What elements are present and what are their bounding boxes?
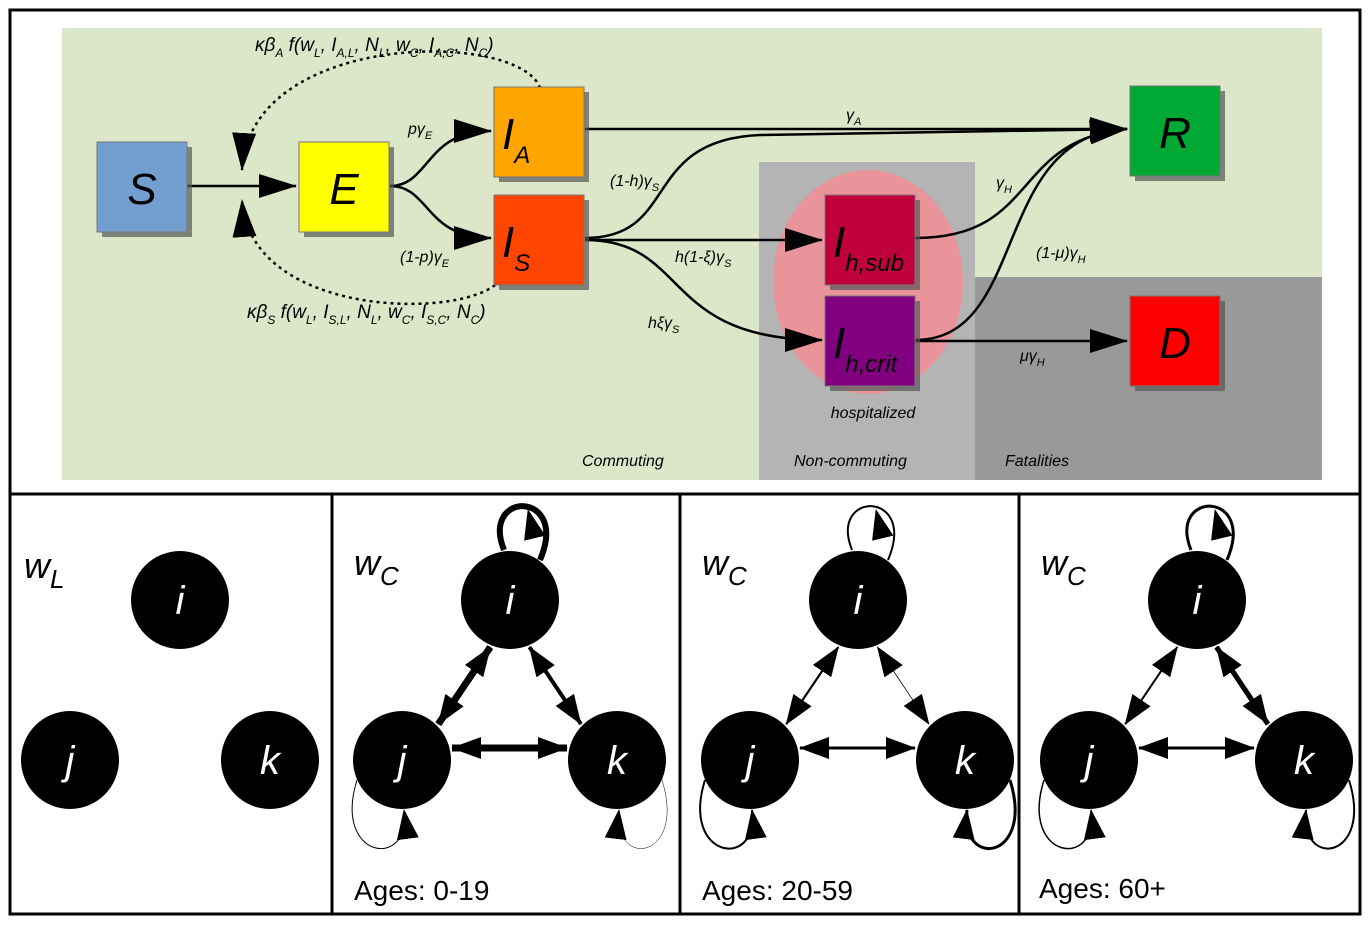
rate-label-muh: (1-μ)γH [1036,245,1086,266]
compartment-label: IA [502,110,530,169]
node-i [809,551,907,649]
compartment-e: E [298,141,394,237]
node-k [568,711,666,809]
node-j [701,711,799,809]
self-loop-i-head [524,509,546,541]
self-loop-i-head [1211,509,1233,541]
node-k [1255,711,1353,809]
edge-k-to-i [527,646,583,726]
node-j [1040,711,1138,809]
flow-arrows [187,50,1128,353]
edge-j-to-i [785,646,840,725]
weight-matrix-label: wC [354,542,399,591]
compartment-label: E [329,165,359,214]
self-loop-k [952,779,1017,850]
compartment-s: S [96,141,192,237]
force-S-dotted [232,199,501,306]
arrow-E-to-IS [389,184,492,250]
self-loop-k [1291,779,1356,850]
node-k [221,711,319,809]
self-loop-j [699,779,767,850]
self-loop-i [846,505,896,561]
node-j [21,711,119,809]
rate-label-hgammas: (1-h)γS [610,173,660,194]
edge-k-to-i [1214,645,1270,726]
compartment-label: Ih,sub [833,218,904,277]
weight-matrix-label: wL [24,545,64,594]
rate-label-mud: μγH [1019,348,1045,369]
rate-label-pgammae: pγE [407,121,433,142]
node-label-k: k [607,739,629,783]
self-loop-i [496,503,550,562]
edge-k-to-i [876,646,930,725]
node-k [916,711,1014,809]
node-label-i: i [176,579,186,623]
weight-matrix-label: wC [1041,542,1086,591]
node-label-i: i [854,579,864,623]
compartment-d: D [1129,295,1225,391]
weight-matrix-label: wC [702,542,747,591]
arrow-IS-to-Ihcrit [584,238,823,352]
node-label-k: k [1294,739,1316,783]
self-loop-k [604,779,668,849]
compartment-label: Ih,crit [833,319,899,378]
compartment-is: IS [493,194,589,290]
age-group-label: Ages: 0-19 [354,875,489,906]
compartment-label: R [1159,109,1191,158]
compartment-label: D [1159,319,1191,368]
node-label-i: i [1193,579,1203,623]
noncommuting-label: Non-commuting [794,453,907,470]
node-j [353,711,451,809]
figure-frame [8,8,1362,916]
age-group-label: Ages: 60+ [1039,873,1166,904]
fatalities-label: Fatalities [1005,453,1069,470]
compartment-ia: IA [493,86,589,182]
arrow-IS-to-R [584,117,1128,240]
force-of-infection-A: κβA f(wL, IA,L, NL, wC, IA,C, NC) [255,35,494,60]
self-loop-j [351,779,419,849]
self-loop-i-head [872,509,894,541]
node-label-k: k [955,739,977,783]
compartment-label: S [127,165,156,214]
node-i [461,551,559,649]
self-loop-i [1185,504,1235,561]
arrow-Ihcrit-to-R [914,118,1128,342]
force-A-dotted [232,50,542,171]
node-i [1148,551,1246,649]
compartment-r: R [1129,85,1225,181]
arrow-E-to-IA [389,119,492,188]
compartment-label: IS [502,218,530,277]
edge-j-to-i [1124,646,1178,725]
rate-label-gammah: γH [996,175,1012,196]
self-loop-j [1038,779,1106,850]
rate-label-qgammae: (1-p)γE [400,249,450,270]
compartment-ihcrit: Ih,crit [824,295,920,391]
compartment-ihsub: Ih,sub [824,194,920,290]
node-label-k: k [260,739,282,783]
commuting-label: Commuting [582,453,664,470]
edge-j-to-i [437,646,492,725]
node-i [131,551,229,649]
age-group-label: Ages: 20-59 [702,875,853,906]
hospitalized-label: hospitalized [831,405,917,422]
rate-label-gammaa: γA [846,107,861,128]
rate-label-hxi: hξγS [648,315,680,336]
rate-label-h1xi: h(1-ξ)γS [675,249,732,270]
force-of-infection-S: κβS f(wL, IS,L, NL, wC, IS,C, NC) [247,302,486,327]
node-label-i: i [506,579,516,623]
